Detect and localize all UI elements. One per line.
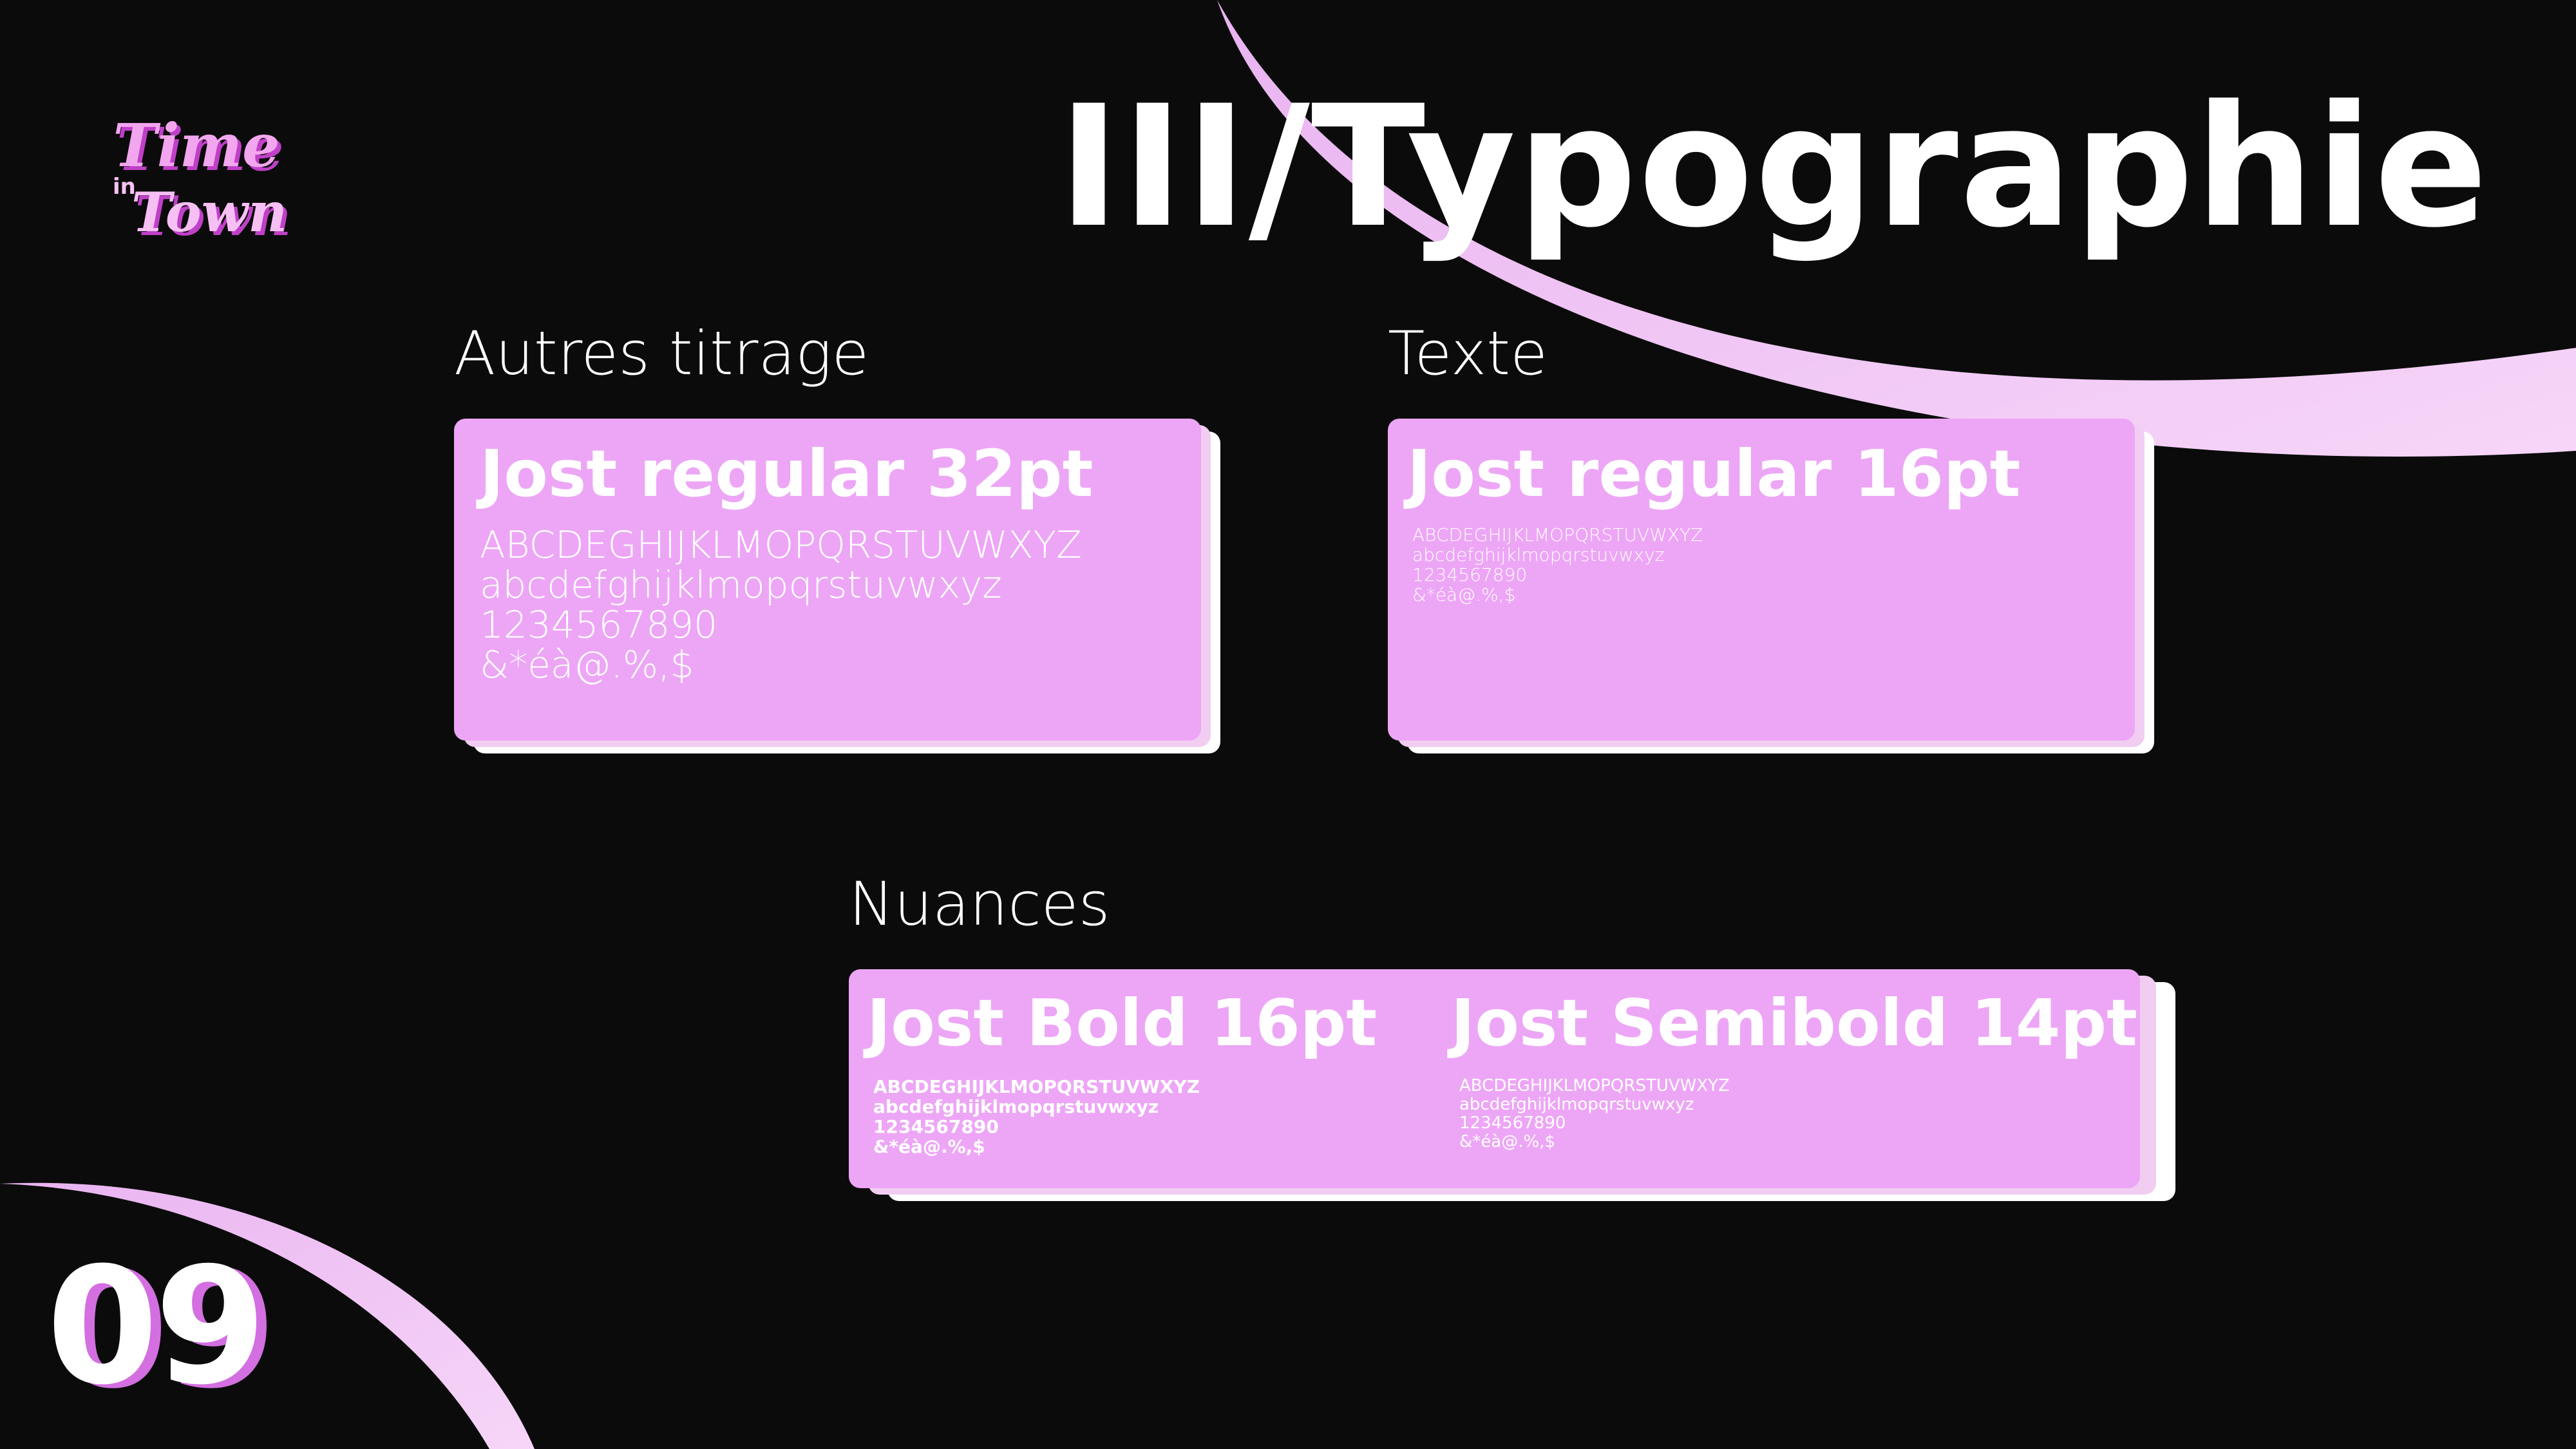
card-texte: Jost regular 16pt ABCDEGHIJKLMOPQRSTUVWX… bbox=[1388, 419, 2154, 760]
specimen-semibold: ABCDEGHIJKLMOPQRSTUVWXYZ abcdefghijklmop… bbox=[1459, 1076, 1730, 1151]
font-name-semibold: Jost Semibold 14pt bbox=[1451, 985, 2137, 1061]
logo-line-2: Town bbox=[131, 180, 288, 244]
specimen-bold: ABCDEGHIJKLMOPQRSTUVWXYZ abcdefghijklmop… bbox=[873, 1076, 1200, 1157]
bottom-arc bbox=[0, 1182, 535, 1449]
specimen-titrage: ABCDEGHIJKLMOPQRSTUVWXYZ abcdefghijklmop… bbox=[480, 523, 1082, 687]
label-nuances: Nuances bbox=[849, 869, 1110, 940]
card-nuances: Jost Bold 16pt ABCDEGHIJKLMOPQRSTUVWXYZ … bbox=[849, 969, 2179, 1204]
font-name-texte: Jost regular 16pt bbox=[1407, 436, 2021, 511]
font-name-titrage: Jost regular 32pt bbox=[480, 436, 1094, 511]
logo-small: in bbox=[113, 174, 136, 200]
top-black-fill bbox=[1224, 0, 2576, 368]
page-title: III/Typographie bbox=[1057, 70, 2489, 265]
card-titrage: Jost regular 32pt ABCDEGHIJKLMOPQRSTUVWX… bbox=[454, 419, 1220, 760]
top-arc bbox=[1217, 0, 2576, 457]
label-texte: Texte bbox=[1388, 319, 1548, 389]
label-autres-titrage: Autres titrage bbox=[454, 319, 869, 389]
specimen-texte: ABCDEGHIJKLMOPQRSTUVWXYZ abcdefghijklmop… bbox=[1412, 524, 1703, 605]
logo-line-1: Time bbox=[113, 111, 280, 180]
font-name-bold: Jost Bold 16pt bbox=[867, 985, 1378, 1061]
page-number: 09 bbox=[46, 1233, 267, 1420]
